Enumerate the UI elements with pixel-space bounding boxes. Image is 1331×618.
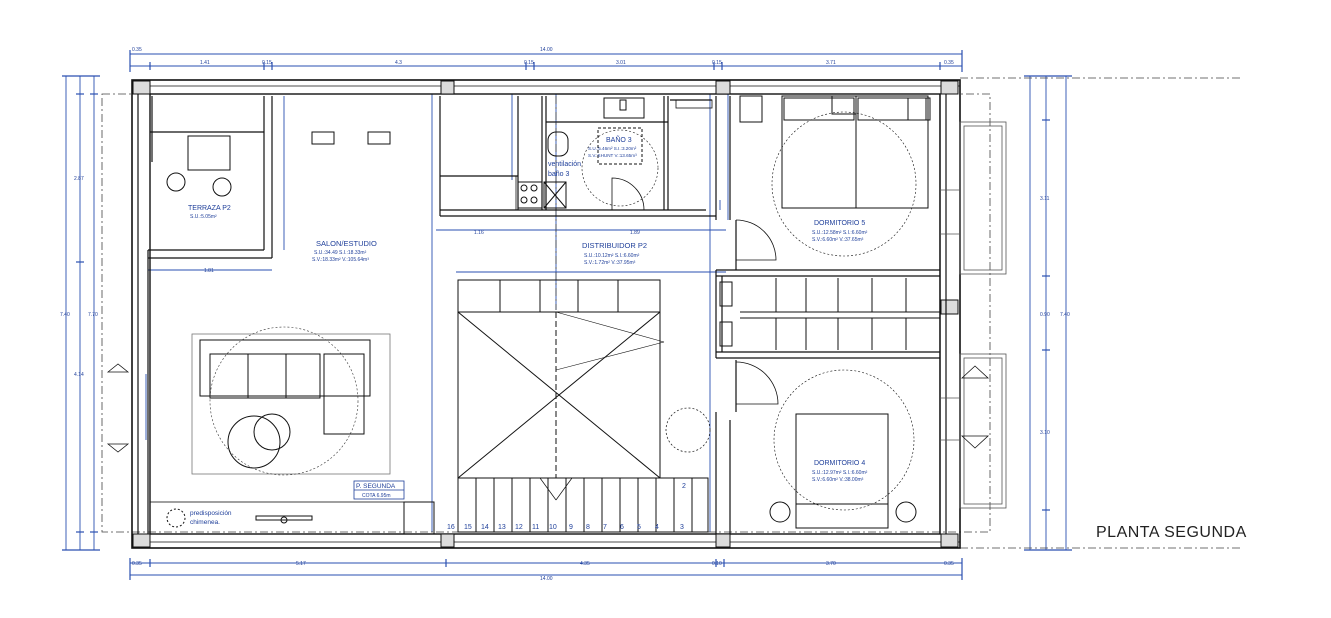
step-number: 2: [682, 483, 686, 490]
salon-line2: S.V.:18.33m² V.:105.64m³: [312, 257, 369, 263]
balconies: [940, 121, 1007, 509]
svg-text:0.90: 0.90: [1040, 312, 1050, 318]
svg-text:3.01: 3.01: [616, 60, 626, 66]
stair-void: [457, 279, 711, 533]
dormitorio5-name: DORMITORIO 5: [814, 220, 865, 227]
level-tag-name: P. SEGUNDA: [356, 483, 396, 490]
bano3-line2: S.V.:SHUNT V.:13.65m³: [588, 153, 637, 158]
bano3-line1: S.U.:5.46m² S.I.:3.20m²: [588, 146, 637, 151]
stair-step-numbers: 16 15 14 13 12 11 10 9 8 7 6 5 4 3 2: [447, 483, 686, 531]
dimension-labels: 0.35 1.41 0.15 4.3 0.15 3.01 0.15 3.71 0…: [60, 47, 1070, 582]
dormitorio5-line2: S.V.:6.60m² V.:37.65m³: [812, 237, 864, 243]
svg-text:14.00: 14.00: [540, 576, 553, 582]
level-tag-cota: COTA 6.95m: [362, 493, 391, 499]
svg-text:4.35: 4.35: [580, 561, 590, 567]
salon-furniture: [149, 131, 435, 535]
step-number: 15: [464, 524, 472, 531]
svg-text:4.14: 4.14: [74, 372, 84, 378]
salon-line1: S.U.:34.49 S.I.:18.33m²: [314, 250, 367, 256]
structural-columns: [132, 80, 959, 548]
svg-text:3.71: 3.71: [826, 60, 836, 66]
svg-text:0.10: 0.10: [712, 561, 722, 567]
dormitorio5-line1: S.U.:12.58m² S.I.:6.60m²: [812, 230, 868, 236]
terrace-furniture: [166, 135, 232, 197]
bedroom5-furniture: [735, 95, 931, 261]
bano3-name: BAÑO 3: [606, 135, 632, 144]
svg-text:4.3: 4.3: [395, 60, 402, 66]
chimenea-line2: chimenea.: [190, 519, 220, 526]
svg-text:0.35: 0.35: [944, 561, 954, 567]
bedroom4-furniture: [106, 361, 990, 529]
svg-text:7.40: 7.40: [60, 312, 70, 318]
kitchen-block: [439, 175, 567, 211]
svg-text:1.41: 1.41: [200, 60, 210, 66]
step-number: 11: [532, 524, 539, 531]
ventilacion-line1: ventilación: [548, 161, 581, 168]
bath-fixtures: [547, 97, 713, 211]
terraza-area: S.U.:5.05m²: [190, 214, 217, 220]
svg-text:1.89: 1.89: [630, 230, 640, 236]
svg-text:0.15: 0.15: [524, 60, 534, 66]
salon-name: SALON/ESTUDIO: [316, 239, 377, 248]
level-tag-box: [353, 480, 405, 500]
step-number: 3: [680, 524, 684, 531]
step-number: 5: [637, 524, 641, 531]
step-number: 14: [481, 524, 489, 531]
step-number: 13: [498, 524, 506, 531]
svg-text:3.10: 3.10: [1040, 430, 1050, 436]
dormitorio4-name: DORMITORIO 4: [814, 460, 865, 467]
svg-text:1.16: 1.16: [474, 230, 484, 236]
svg-text:0.15: 0.15: [262, 60, 272, 66]
dimension-lines: [62, 50, 1072, 580]
svg-text:7.70: 7.70: [88, 312, 98, 318]
step-number: 7: [603, 524, 607, 531]
svg-text:3.11: 3.11: [1040, 196, 1050, 202]
step-number: 16: [447, 524, 455, 531]
step-number: 6: [620, 524, 624, 531]
svg-text:1.81: 1.81: [204, 268, 214, 274]
dormitorio4-line1: S.U.:12.97m² S.I.:6.60m²: [812, 470, 868, 476]
interior-walls: [137, 94, 947, 534]
distribuidor-name: DISTRIBUIDOR P2: [582, 241, 647, 250]
distribuidor-line2: S.V.:1.72m² V.:37.95m³: [584, 260, 636, 266]
svg-text:2.87: 2.87: [74, 176, 84, 182]
ventilacion-line2: baño 3: [548, 171, 570, 178]
step-number: 9: [569, 524, 573, 531]
svg-text:5.17: 5.17: [296, 561, 306, 567]
svg-text:0.35: 0.35: [132, 561, 142, 567]
dormitorio4-line2: S.V.:6.60m² V.:38.00m³: [812, 477, 864, 483]
room-labels: TERRAZA P2 S.U.:5.05m² SALON/ESTUDIO S.U…: [188, 135, 868, 526]
plan-title: PLANTA SEGUNDA: [1096, 524, 1247, 541]
svg-text:0.35: 0.35: [944, 60, 954, 66]
step-number: 12: [515, 524, 523, 531]
svg-text:3.70: 3.70: [826, 561, 836, 567]
chimenea-line1: predisposición: [190, 510, 232, 517]
step-number: 8: [586, 524, 590, 531]
step-number: 4: [655, 524, 659, 531]
terraza-name: TERRAZA P2: [188, 205, 231, 212]
svg-text:0.15: 0.15: [712, 60, 722, 66]
svg-text:7.40: 7.40: [1060, 312, 1070, 318]
wardrobes: [719, 278, 940, 350]
distribuidor-line1: S.U.:10.12m² S.I.:6.60m²: [584, 253, 640, 259]
step-number: 10: [549, 524, 557, 531]
svg-text:14.00: 14.00: [540, 47, 553, 53]
svg-text:0.35: 0.35: [132, 47, 142, 53]
